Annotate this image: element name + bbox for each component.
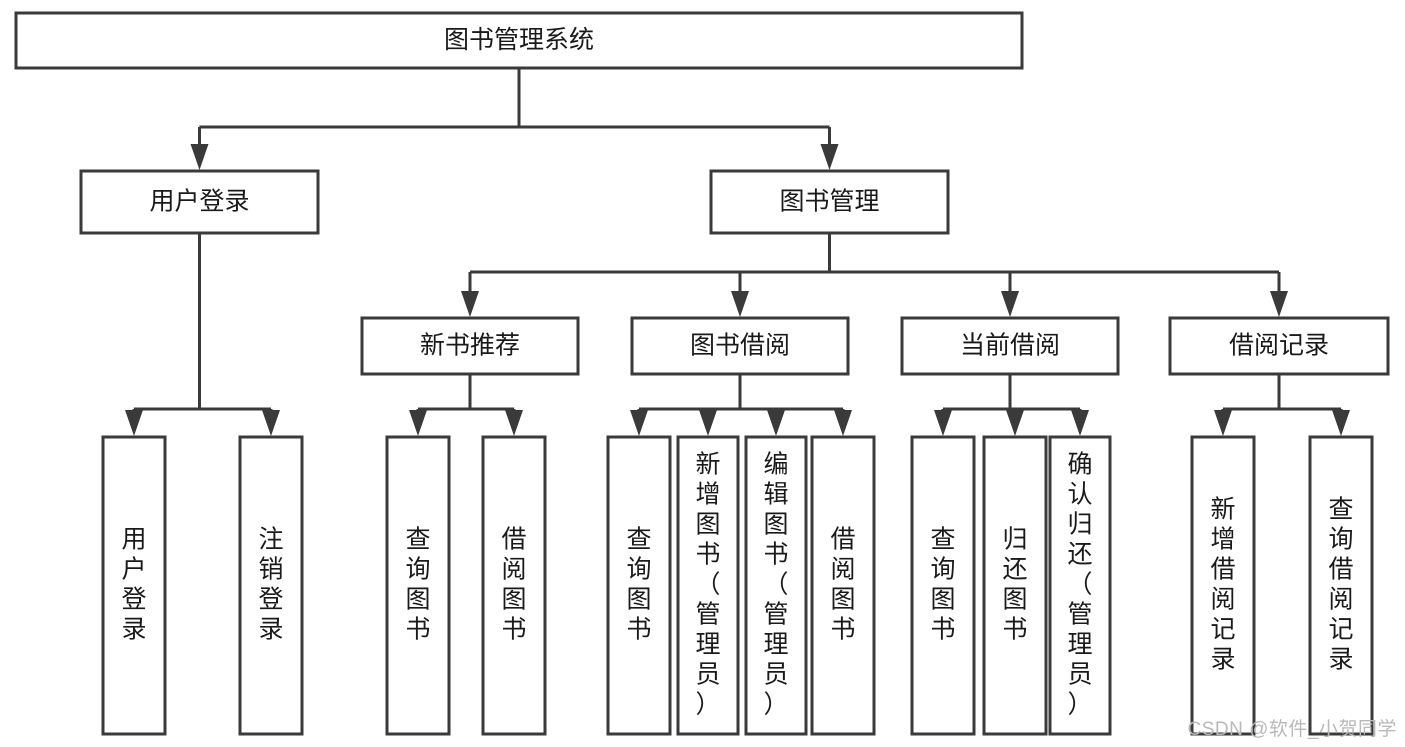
node-leaf-return-book[interactable]: 归还图书 <box>982 435 1048 736</box>
node-leaf-borrow-book-2[interactable]: 借阅图书 <box>810 435 876 736</box>
connector-layer <box>125 68 1350 436</box>
node-book-borrow[interactable]: 图书借阅 <box>630 316 850 376</box>
arrow-icon-book-manage <box>820 144 839 170</box>
arrow-icon-new-book-recommend <box>461 291 479 317</box>
node-box-leaf-add-book[interactable] <box>676 435 740 736</box>
node-leaf-query-book-3[interactable]: 查询图书 <box>910 435 976 736</box>
node-box-leaf-confirm-return[interactable] <box>1048 435 1112 736</box>
node-box-book-manage[interactable] <box>709 169 950 235</box>
node-box-leaf-query-book-1[interactable] <box>385 435 451 736</box>
node-box-leaf-logout[interactable] <box>238 435 304 736</box>
node-box-current-borrow[interactable] <box>900 316 1120 376</box>
node-leaf-logout[interactable]: 注销登录 <box>238 435 304 736</box>
node-label-leaf-return-book: 归还图书 <box>1002 525 1027 643</box>
node-box-leaf-query-record[interactable] <box>1308 435 1374 736</box>
arrow-icon-leaf-borrow-book-1 <box>505 410 523 436</box>
arrow-icon-leaf-query-record <box>1332 410 1350 436</box>
arrow-icon-borrow-record <box>1270 291 1288 317</box>
node-box-borrow-record[interactable] <box>1168 316 1390 376</box>
node-box-leaf-return-book[interactable] <box>982 435 1048 736</box>
arrow-icon-leaf-edit-book <box>767 410 785 436</box>
node-box-book-borrow[interactable] <box>630 316 850 376</box>
node-borrow-record[interactable]: 借阅记录 <box>1168 316 1390 376</box>
node-leaf-add-record[interactable]: 新增借阅记录 <box>1190 435 1256 736</box>
arrow-icon-leaf-confirm-return <box>1071 410 1089 436</box>
node-leaf-confirm-return[interactable]: 确认归还（管理员） <box>1048 435 1112 736</box>
node-leaf-query-book-2[interactable]: 查询图书 <box>606 435 672 736</box>
arrow-icon-book-borrow <box>731 291 749 317</box>
node-root[interactable]: 图书管理系统 <box>14 11 1024 70</box>
arrow-icon-leaf-add-book <box>699 410 717 436</box>
node-box-root[interactable] <box>14 11 1024 70</box>
node-label-leaf-confirm-return: 确认归还（管理员） <box>1067 450 1092 718</box>
node-label-root: 图书管理系统 <box>444 26 594 54</box>
node-leaf-query-record[interactable]: 查询借阅记录 <box>1308 435 1374 736</box>
node-leaf-query-book-1[interactable]: 查询图书 <box>385 435 451 736</box>
node-book-manage[interactable]: 图书管理 <box>709 169 950 235</box>
arrow-icon-leaf-add-record <box>1214 410 1232 436</box>
node-leaf-edit-book[interactable]: 编辑图书（管理员） <box>744 435 808 736</box>
arrow-icon-leaf-borrow-book-2 <box>834 410 852 436</box>
node-label-leaf-add-record: 新增借阅记录 <box>1210 495 1235 673</box>
node-label-leaf-borrow-book-2: 借阅图书 <box>830 525 855 643</box>
node-box-leaf-user-login[interactable] <box>101 435 167 736</box>
arrow-icon-leaf-query-book-2 <box>630 410 648 436</box>
node-label-book-manage: 图书管理 <box>779 188 879 216</box>
node-box-leaf-edit-book[interactable] <box>744 435 808 736</box>
arrow-icon-current-borrow <box>1001 291 1019 317</box>
node-user-login[interactable]: 用户登录 <box>79 169 320 235</box>
node-label-leaf-query-book-3: 查询图书 <box>930 525 955 643</box>
node-label-leaf-edit-book: 编辑图书（管理员） <box>763 450 788 718</box>
node-label-leaf-query-record: 查询借阅记录 <box>1328 495 1353 673</box>
node-leaf-add-book[interactable]: 新增图书（管理员） <box>676 435 740 736</box>
node-leaf-borrow-book-1[interactable]: 借阅图书 <box>481 435 547 736</box>
node-label-current-borrow: 当前借阅 <box>960 332 1060 360</box>
node-box-leaf-borrow-book-1[interactable] <box>481 435 547 736</box>
node-box-new-book-recommend[interactable] <box>360 316 580 376</box>
arrow-icon-leaf-query-book-1 <box>409 410 427 436</box>
node-box-leaf-query-book-2[interactable] <box>606 435 672 736</box>
node-label-user-login: 用户登录 <box>149 188 249 216</box>
node-layer: 图书管理系统用户登录图书管理新书推荐图书借阅当前借阅借阅记录用户登录注销登录查询… <box>14 11 1390 736</box>
node-box-leaf-query-book-3[interactable] <box>910 435 976 736</box>
node-label-leaf-borrow-book-1: 借阅图书 <box>501 525 526 643</box>
node-label-book-borrow: 图书借阅 <box>690 332 790 360</box>
node-box-user-login[interactable] <box>79 169 320 235</box>
node-box-leaf-add-record[interactable] <box>1190 435 1256 736</box>
node-label-leaf-user-login: 用户登录 <box>121 525 146 643</box>
arrow-icon-user-login <box>190 144 209 170</box>
node-label-leaf-logout: 注销登录 <box>258 525 283 643</box>
node-label-leaf-query-book-2: 查询图书 <box>626 525 651 643</box>
node-leaf-user-login[interactable]: 用户登录 <box>101 435 167 736</box>
node-box-leaf-borrow-book-2[interactable] <box>810 435 876 736</box>
node-label-leaf-add-book: 新增图书（管理员） <box>695 450 720 718</box>
arrow-icon-leaf-logout <box>262 410 280 436</box>
arrow-icon-leaf-return-book <box>1006 410 1024 436</box>
node-new-book-recommend[interactable]: 新书推荐 <box>360 316 580 376</box>
arrow-icon-leaf-query-book-3 <box>934 410 952 436</box>
node-current-borrow[interactable]: 当前借阅 <box>900 316 1120 376</box>
node-label-borrow-record: 借阅记录 <box>1229 332 1329 360</box>
node-label-leaf-query-book-1: 查询图书 <box>405 525 430 643</box>
arrow-icon-leaf-user-login <box>125 410 143 436</box>
node-label-new-book-recommend: 新书推荐 <box>420 332 520 360</box>
